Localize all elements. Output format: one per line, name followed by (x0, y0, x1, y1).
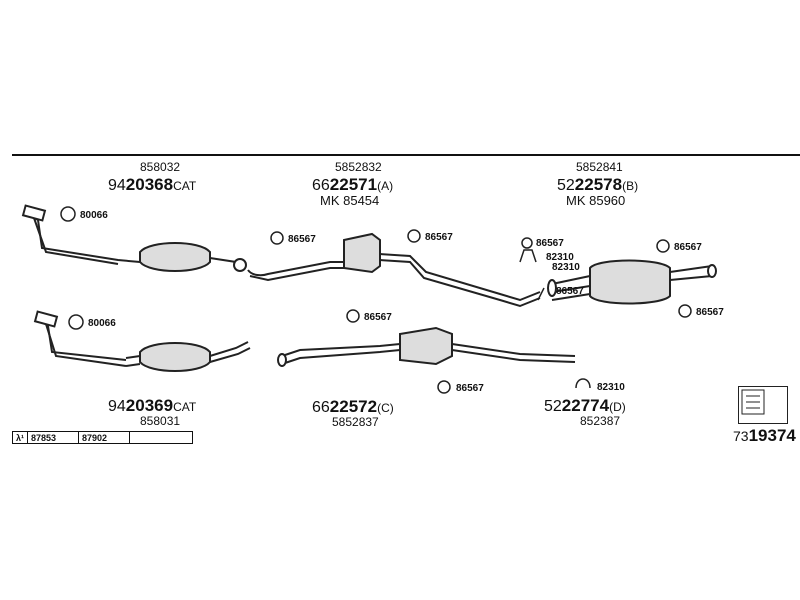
lambda-sensor-table: λ¹ 87853 87902 (11, 431, 194, 444)
silencer-c (399, 326, 453, 366)
catalyst-upper (139, 242, 211, 272)
assembly-icon (738, 386, 788, 424)
part-number: 9420368CAT (108, 175, 196, 195)
fitting-label: 80066 (80, 210, 108, 221)
fitting-label: 82310 (597, 382, 625, 393)
fitting-label: 86567 (364, 312, 392, 323)
part-prefix: 66 (312, 399, 330, 416)
fitting-label: 86567 (288, 234, 316, 245)
oe-number: 858032 (140, 160, 181, 174)
part-suffix: (B) (622, 179, 639, 193)
fitting-label: 86567 (425, 232, 453, 243)
lambda-symbol: λ¹ (11, 431, 29, 444)
silencer-a (343, 232, 381, 274)
part-number: 6622571(A) (312, 175, 393, 195)
part-suffix: (D) (609, 400, 626, 414)
part-prefix: 52 (557, 177, 575, 194)
mk-number: MK 85960 (566, 193, 626, 208)
part-suffix: (A) (377, 179, 394, 193)
mk-number: MK 85454 (320, 193, 380, 208)
part-number: 6622572(C) (312, 397, 394, 417)
top-rule (12, 154, 800, 156)
oe-number: 858031 (140, 414, 181, 428)
part-main: 22571 (329, 175, 378, 194)
fitting-label: 82310 (546, 252, 574, 263)
catalyst-lower (139, 342, 211, 372)
part-main: 20368 (125, 175, 174, 194)
part-main: 20369 (125, 396, 174, 415)
fitting-label: 86567 (674, 242, 702, 253)
part-prefix: 94 (108, 398, 126, 415)
oe-number: 5852832 (335, 160, 382, 174)
middle-pipe-upper (247, 261, 345, 277)
part-prefix: 66 (312, 177, 330, 194)
front-pipe-upper-inner (33, 217, 119, 265)
kit-prefix: 73 (733, 428, 749, 444)
lambda-part: 87902 (78, 431, 131, 444)
fitting-label: 86567 (696, 307, 724, 318)
fitting-label: 80066 (88, 318, 116, 329)
fitting-label: 86567 (556, 286, 584, 297)
part-number: 9420369CAT (108, 396, 196, 416)
front-pipe-upper (27, 213, 141, 263)
part-prefix: 94 (108, 177, 126, 194)
part-main: 22572 (329, 397, 378, 416)
part-suffix: (C) (377, 401, 394, 415)
part-suffix: CAT (173, 400, 197, 414)
part-main: 22774 (561, 396, 610, 415)
middle-pipe-lower (281, 343, 401, 357)
fitting-label: 82310 (552, 262, 580, 273)
oe-number: 5852841 (576, 160, 623, 174)
part-prefix: 52 (544, 398, 562, 415)
lambda-part (129, 431, 194, 444)
silencer-b (589, 259, 671, 305)
fitting-label: 86567 (536, 238, 564, 249)
part-main: 22578 (574, 175, 623, 194)
kit-number: 7319374 (733, 426, 796, 446)
clamp-80066-lower (68, 314, 84, 330)
part-number: 5222774(D) (544, 396, 626, 416)
fitting-label: 86567 (456, 383, 484, 394)
part-suffix: CAT (173, 179, 197, 193)
oe-number: 852387 (580, 414, 621, 428)
oe-number: 5852837 (332, 415, 379, 429)
kit-main: 19374 (748, 426, 796, 445)
lambda-part: 87853 (27, 431, 80, 444)
clamp-80066-upper (60, 206, 76, 222)
part-number: 5222578(B) (557, 175, 638, 195)
